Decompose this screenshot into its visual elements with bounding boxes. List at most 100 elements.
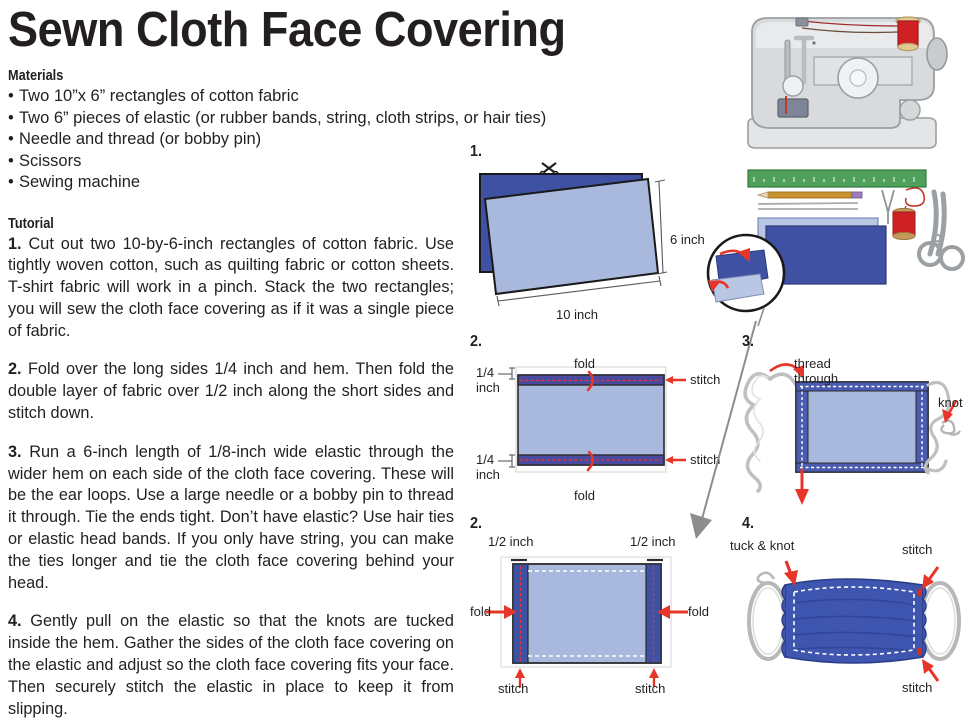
tutorial-heading: Tutorial xyxy=(8,216,400,233)
materials-list: •Two 10”x 6” rectangles of cotton fabric… xyxy=(8,86,454,194)
diagram-4-tuck-knot-label: tuck & knot xyxy=(730,539,794,554)
bottom-stitch-mark xyxy=(917,648,922,655)
material-label: Needle and thread (or bobby pin) xyxy=(19,130,261,148)
tutorial-step: 4. Gently pull on the elastic so that th… xyxy=(8,611,454,720)
left-text-column: Sewn Cloth Face Covering Materials •Two … xyxy=(8,4,454,720)
top-stitch-mark xyxy=(917,589,922,596)
thread-spool-icon xyxy=(896,17,920,51)
right-ear-loop xyxy=(921,583,959,659)
fabric-body xyxy=(513,564,661,663)
list-item: •Two 10”x 6” rectangles of cotton fabric xyxy=(8,86,454,108)
material-label: Sewing machine xyxy=(19,173,140,191)
diagram-step-1: 1. 6 inch 10 inch xyxy=(470,143,720,328)
thread-label-line-2: through xyxy=(794,371,838,386)
diagram-2a-bottom-fold-label: fold xyxy=(574,489,595,504)
step-number: 2. xyxy=(8,360,22,378)
diagram-2a-bottom-measure-label: 1/4 inch xyxy=(476,453,500,482)
step-number: 1. xyxy=(8,235,22,253)
tutorial-step: 3. Run a 6-inch length of 1/8-inch wide … xyxy=(8,442,454,595)
diagram-2b-right-fold-label: fold xyxy=(688,605,709,620)
materials-heading: Materials xyxy=(8,68,400,85)
left-gathered-edge xyxy=(782,585,785,657)
diagram-2a-top-fold-label: fold xyxy=(574,357,595,372)
knot-icon xyxy=(941,421,960,435)
lower-wheel xyxy=(900,100,920,120)
right-gathered-edge xyxy=(923,585,926,657)
bottom-measure-bracket xyxy=(498,455,515,467)
bullet-glyph: • xyxy=(8,151,19,173)
step-number: 4. xyxy=(8,612,22,630)
measure-line-2: inch xyxy=(476,380,500,395)
step-text: Gently pull on the elastic so that the k… xyxy=(8,612,454,717)
left-ear-loop-inner xyxy=(753,588,783,654)
needles-icon xyxy=(758,203,858,209)
left-elastic-strand xyxy=(745,374,770,491)
diagram-2a-top-measure-label: 1/4 inch xyxy=(476,366,500,395)
bullet-glyph: • xyxy=(8,129,19,151)
diagram-step-4: 4. xyxy=(742,515,973,701)
step-text: Fold over the long sides 1/4 inch and he… xyxy=(8,360,454,422)
diagram-4-number: 4. xyxy=(742,515,754,533)
presser-wheel xyxy=(783,76,803,96)
thread-label-line-1: thread xyxy=(794,356,831,371)
diagram-2b-left-fold-label: fold xyxy=(470,605,491,620)
tutorial-step: 1. Cut out two 10-by-6-inch rectangles o… xyxy=(8,234,454,343)
pull-down-arrow xyxy=(795,469,809,505)
left-elastic-loop-top xyxy=(770,374,796,385)
fabric-rect-front xyxy=(485,179,658,294)
material-label: Two 6” pieces of elastic (or rubber band… xyxy=(19,109,546,127)
supplies-illustration xyxy=(730,168,973,328)
thread-spool-small-icon xyxy=(893,188,924,240)
seam-ripper-icon xyxy=(882,190,894,224)
handwheel xyxy=(927,38,947,70)
diagram-2a-number: 2. xyxy=(470,333,482,351)
left-ear-loop xyxy=(749,583,787,659)
thread-guide xyxy=(796,18,808,26)
step-number: 3. xyxy=(8,443,22,461)
right-ear-loop-inner xyxy=(925,588,955,654)
fabric-body xyxy=(518,375,664,465)
diagram-2b-right-measure-label: 1/2 inch xyxy=(630,535,676,550)
step-text: Cut out two 10-by-6-inch rectangles of c… xyxy=(8,235,454,340)
material-label: Scissors xyxy=(19,152,81,170)
top-measure-bracket xyxy=(498,368,515,379)
diagram-1-height-label: 6 inch xyxy=(670,233,705,248)
measure-line-1: 1/4 xyxy=(476,452,494,467)
fabric-body xyxy=(796,382,928,472)
diagram-2b-graphic xyxy=(470,551,720,691)
diagram-step-3: 3. xyxy=(742,333,973,513)
left-elastic-highlight xyxy=(752,376,770,461)
diagram-4-top-stitch-label: stitch xyxy=(902,543,932,558)
sewing-machine-illustration xyxy=(730,2,973,167)
tutorial-section: Tutorial 1. Cut out two 10-by-6-inch rec… xyxy=(8,216,454,720)
bullet-glyph: • xyxy=(8,172,19,194)
list-item: •Needle and thread (or bobby pin) xyxy=(8,129,454,151)
needle-bar xyxy=(785,40,790,82)
needle-plate xyxy=(778,99,808,117)
tutorial-step: 2. Fold over the long sides 1/4 inch and… xyxy=(8,359,454,424)
list-item: •Scissors xyxy=(8,151,454,173)
knob-center xyxy=(850,70,866,86)
list-item: •Sewing machine xyxy=(8,172,454,194)
scissors-icon xyxy=(919,192,963,269)
step-text: Run a 6-inch length of 1/8-inch wide ela… xyxy=(8,443,454,592)
diagram-4-bottom-stitch-label: stitch xyxy=(902,681,932,696)
right-elastic-bottom xyxy=(928,461,946,471)
fabric-detail-magnifier xyxy=(708,235,784,311)
diagram-1-number: 1. xyxy=(470,143,482,161)
diagram-2b-right-stitch-label: stitch xyxy=(635,682,665,697)
bullet-glyph: • xyxy=(8,86,19,108)
diagram-3-knot-label: knot xyxy=(938,396,963,411)
pencil-icon xyxy=(758,192,862,198)
diagram-3-thread-label: thread through xyxy=(794,357,838,386)
diagram-2b-left-measure-label: 1/2 inch xyxy=(488,535,534,550)
ruler-icon xyxy=(748,170,926,187)
diagram-1-width-label: 10 inch xyxy=(556,308,598,323)
bottom-stitch-arrow xyxy=(922,659,938,681)
diagram-2b-number: 2. xyxy=(470,515,482,533)
measure-line-2: inch xyxy=(476,467,500,482)
diagram-4-graphic xyxy=(742,555,973,695)
list-item: •Two 6” pieces of elastic (or rubber ban… xyxy=(8,108,454,130)
tension-dial-dot xyxy=(812,41,815,44)
measure-line-1: 1/4 xyxy=(476,365,494,380)
